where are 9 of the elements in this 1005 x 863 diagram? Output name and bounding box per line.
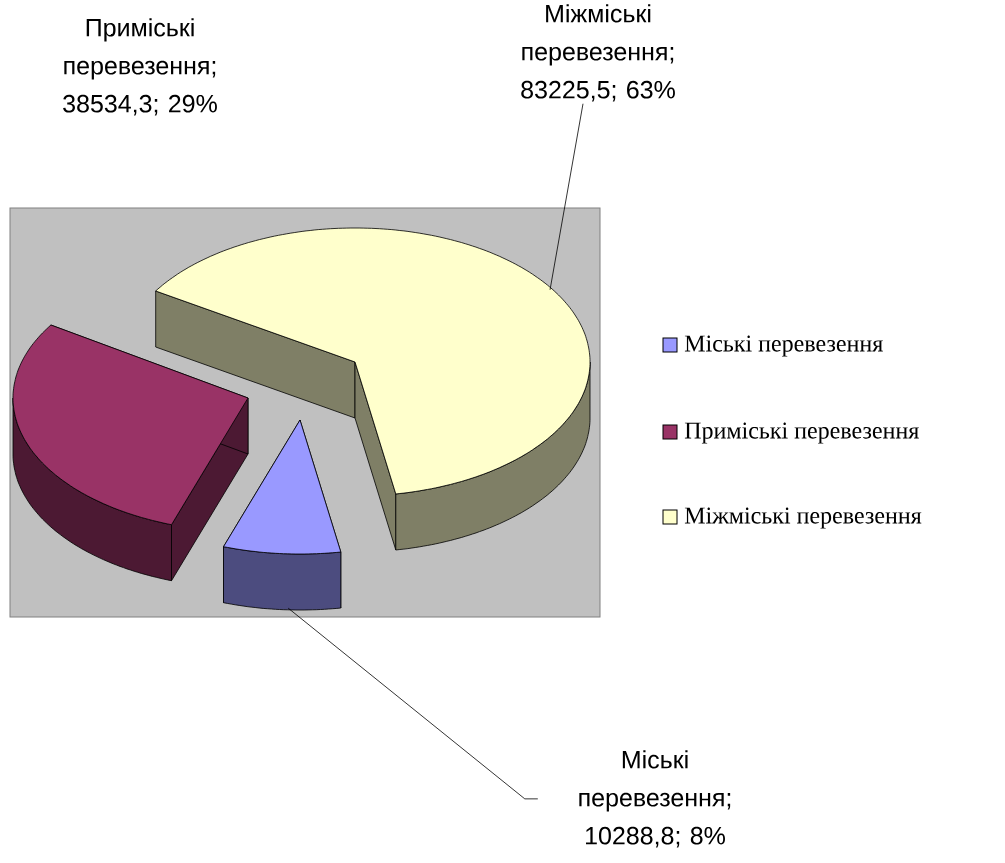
data-label: Міжміські перевезення; 83225,5; 63% [521, 4, 675, 102]
legend-label: Міжміські перевезення [684, 507, 922, 529]
data-label: Міські перевезення; 10288,8; 8% [579, 750, 731, 848]
pie-slice [155, 227, 591, 551]
legend-label: Приміські перевезення [684, 422, 919, 444]
leader-line [549, 103, 584, 291]
data-label: Приміські перевезення; 38534,3; 29% [63, 18, 217, 116]
legend-label: Міські перевезення [684, 335, 883, 357]
pie-slice [223, 419, 342, 611]
